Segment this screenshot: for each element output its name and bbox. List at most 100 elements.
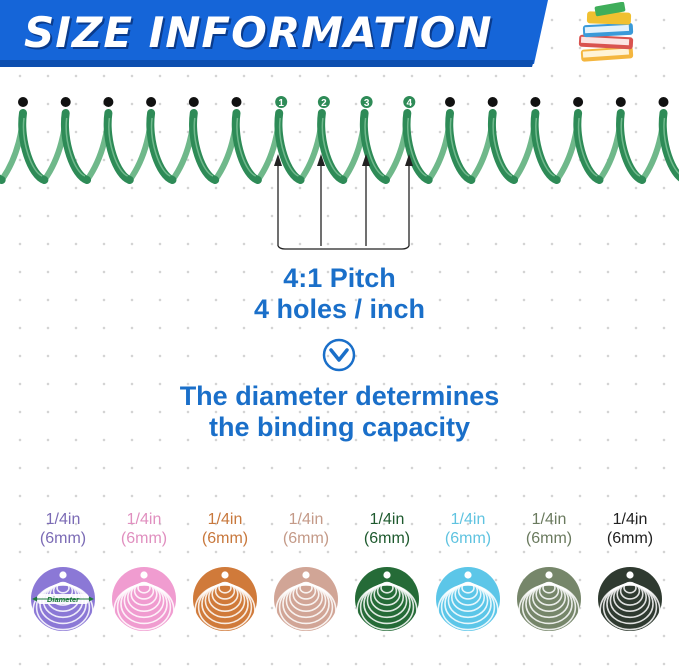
diameter-arrowhead-right: [89, 596, 94, 602]
diameter-note-line2: the binding capacity: [208, 412, 471, 442]
diameter-note: The diameter determines the binding capa…: [0, 381, 679, 443]
disc-hole: [302, 571, 310, 579]
coil-strand: [487, 109, 519, 184]
coil-highlight: [321, 117, 342, 177]
coil-strand: [317, 109, 348, 184]
coil-strand: [445, 109, 476, 184]
size-inch-label: 1/4in: [369, 511, 405, 528]
coil-end-view-disc: [436, 567, 500, 632]
coil-highlight: [492, 117, 513, 177]
coil-strand: [231, 109, 262, 184]
hole-dot: [445, 97, 455, 107]
hole-dot: [615, 97, 626, 107]
coil-highlight: [407, 117, 427, 177]
coil-strand: [0, 174, 6, 184]
chevron-down-icon: [322, 338, 356, 372]
coil-strand: [530, 109, 561, 184]
disc-hole: [464, 571, 472, 579]
disc-ring: [32, 584, 94, 632]
coil-highlight: [663, 117, 679, 175]
hole-dot: [60, 97, 71, 107]
disc-ring: [599, 584, 661, 632]
hole-number: 2: [321, 98, 327, 109]
size-mm-label: (6mm): [201, 530, 249, 547]
disc-ring: [437, 584, 499, 632]
disc-hole: [545, 571, 553, 579]
coil-highlight: [22, 117, 43, 177]
coil-strand: [189, 109, 220, 184]
pointer-arrowhead: [405, 154, 413, 166]
size-option: 1/4in (6mm): [265, 510, 347, 632]
coil-strand: [274, 109, 305, 184]
hole-number-marker: [275, 96, 288, 108]
coil-strand: [573, 109, 604, 184]
size-inch-label: 1/4in: [450, 511, 486, 528]
coil-strand: [616, 109, 647, 184]
size-mm-label: (6mm): [120, 530, 168, 547]
size-option: 1/4in (6mm): [346, 510, 428, 632]
coil-highlight: [150, 117, 171, 177]
hole-dot: [487, 97, 498, 107]
hole-number-marker: [403, 96, 416, 108]
coil-strand: [103, 109, 134, 184]
hole-dot: [573, 97, 584, 107]
coil-strand: [60, 109, 92, 184]
disc-hole: [626, 571, 634, 579]
diameter-note-line1: The diameter determines: [179, 381, 500, 411]
coil-strand: [18, 109, 49, 184]
coil-strand: [359, 109, 390, 184]
coil-strand: [146, 109, 177, 184]
pointer-bracket: [277, 245, 410, 250]
coil-strand: [658, 109, 679, 182]
disc-hole: [383, 571, 391, 579]
title-banner: [0, 0, 548, 67]
books-icon: [578, 2, 634, 62]
coil-highlight: [278, 117, 299, 177]
disc-hole: [221, 571, 229, 579]
coil-highlight: [577, 117, 598, 177]
hole-number-marker: [317, 96, 330, 108]
size-option: 1/4in(6mm): [589, 510, 671, 632]
size-option: 1/4in (6mm): [103, 510, 185, 632]
banner-shape: [0, 0, 548, 64]
page-title: SIZE INFORMATION: [24, 8, 493, 57]
coil-end-view-disc: [517, 567, 581, 632]
hole-number: 4: [407, 98, 413, 109]
coil-highlight: [535, 117, 555, 177]
disc-ring: [194, 584, 256, 632]
disc-ring: [113, 584, 175, 632]
diameter-label: Diameter: [47, 595, 80, 604]
size-mm-label: (6mm): [39, 530, 87, 547]
hole-dot: [103, 97, 114, 107]
size-option: 1/4in(6mm): [427, 510, 509, 632]
coil-highlight: [236, 117, 257, 177]
hole-dot: [188, 97, 199, 107]
coil-end-view-disc: [355, 567, 419, 632]
hole-dot: [231, 97, 242, 107]
size-mm-label: (6mm): [363, 530, 411, 547]
pitch-ratio: 4:1 Pitch: [283, 263, 396, 293]
size-option: 1/4in (6mm) Diameter: [22, 510, 104, 632]
disc-hole: [140, 571, 148, 579]
diameter-arrowhead-left: [32, 596, 37, 602]
size-inch-label: 1/4in: [45, 511, 81, 528]
size-mm-label: (6mm): [525, 530, 573, 547]
size-inch-label: 1/4in: [612, 511, 648, 528]
coil-highlight: [449, 117, 470, 177]
size-option: 1/4in (6mm): [184, 510, 266, 632]
coil-strand: [402, 109, 433, 184]
size-inch-label: 1/4in: [207, 511, 243, 528]
coil-end-view-disc: Diameter: [31, 567, 95, 632]
coil-highlight: [193, 117, 214, 177]
size-inch-label: 1/4in: [126, 511, 162, 528]
hole-number-marker: [360, 96, 373, 108]
disc-hole: [59, 571, 67, 579]
size-mm-label: (6mm): [282, 530, 330, 547]
coil-highlight: [65, 117, 86, 177]
size-inch-label: 1/4in: [288, 511, 324, 528]
hole-dot: [658, 97, 669, 107]
coil-highlight: [108, 117, 128, 177]
coil-highlight: [364, 117, 385, 177]
coil-end-view-disc: [274, 567, 338, 632]
